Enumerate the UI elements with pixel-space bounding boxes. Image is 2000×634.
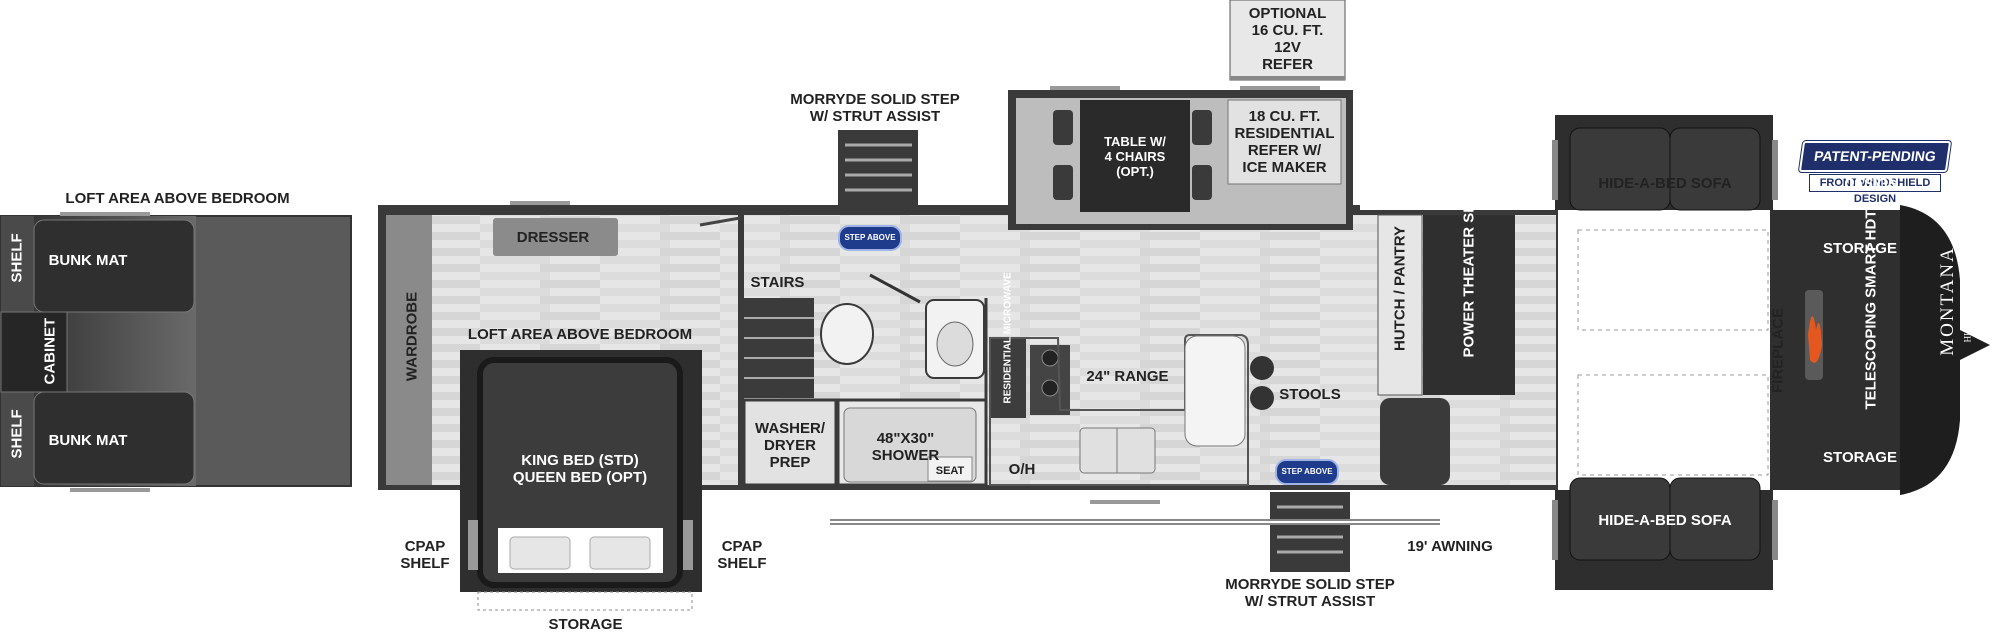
step-top-label: MORRYDE SOLID STEP W/ STRUT ASSIST	[790, 91, 960, 125]
step-bottom-label: MORRYDE SOLID STEP W/ STRUT ASSIST	[1225, 576, 1395, 610]
sofa-bottom-label: HIDE-A-BED SOFA	[1598, 512, 1732, 529]
bunk-mat-top-label: BUNK MAT	[48, 252, 128, 269]
badge-line2: FRONT WINDSHIELD DESIGN	[1809, 174, 1941, 205]
loft-diagram	[0, 212, 352, 492]
seat-label: SEAT	[935, 465, 965, 477]
loft-left-label: LOFT AREA ABOVE BEDROOM	[65, 190, 290, 207]
badge-line1: PATENT-PENDING DESIGN	[1798, 141, 1952, 191]
oh-label: O/H	[1008, 461, 1036, 478]
range-label: 24" RANGE	[1086, 368, 1169, 385]
stepabove-badge-bottom: STEP ABOVE	[1275, 459, 1339, 485]
shower-label: 48"X30" SHOWER	[871, 430, 940, 464]
cabinet-label: CABINET	[41, 317, 59, 385]
stools-label: STOOLS	[1279, 386, 1341, 403]
wardrobe-label: WARDROBE	[403, 291, 421, 382]
hutch-label: HUTCH / PANTRY	[1391, 226, 1409, 351]
bed-label: KING BED (STD) QUEEN BED (OPT)	[512, 452, 648, 486]
awning-label: 19' AWNING	[1407, 538, 1493, 555]
washer-label: WASHER/ DRYER PREP	[754, 420, 825, 471]
stairs-label: STAIRS	[750, 274, 805, 291]
storage-front-bottom-label: STORAGE	[1823, 449, 1897, 466]
microwave-label: RESIDENTIAL MICROWAVE	[1002, 272, 1014, 404]
fireplace-label: FIREPLACE	[1769, 308, 1787, 394]
patent-pending-badge: PATENT-PENDING DESIGN FRONT WINDSHIELD D…	[1798, 141, 1952, 205]
storage-front-top-label: STORAGE	[1823, 240, 1897, 257]
tv-label: TELESCOPING SMART HDTV	[1862, 199, 1880, 410]
sofa-top-label: HIDE-A-BED SOFA	[1598, 175, 1732, 192]
cpap-left-label: CPAP SHELF	[400, 538, 450, 572]
shelf-bottom-label: SHELF	[8, 409, 26, 459]
table-label: TABLE W/ 4 CHAIRS (OPT.)	[1104, 134, 1166, 179]
theater-label: POWER THEATER SEATING	[1460, 157, 1478, 358]
trailer-body	[378, 0, 1990, 611]
dresser-label: DRESSER	[516, 229, 590, 246]
brand-logo-sub: HIGH COUNTRY	[1962, 274, 1973, 343]
optional-refer-label: OPTIONAL 16 CU. FT. 12V REFER	[1248, 5, 1327, 73]
refer-label: 18 CU. FT. RESIDENTIAL REFER W/ ICE MAKE…	[1234, 108, 1335, 176]
storage-bottom-label: STORAGE	[548, 616, 623, 633]
loft-main-label: LOFT AREA ABOVE BEDROOM	[467, 326, 693, 343]
cpap-right-label: CPAP SHELF	[717, 538, 767, 572]
bunk-mat-bottom-label: BUNK MAT	[48, 432, 128, 449]
brand-logo: MONTANA	[1937, 246, 1958, 356]
stepabove-badge-top: STEP ABOVE	[838, 225, 902, 251]
shelf-top-label: SHELF	[8, 233, 26, 283]
